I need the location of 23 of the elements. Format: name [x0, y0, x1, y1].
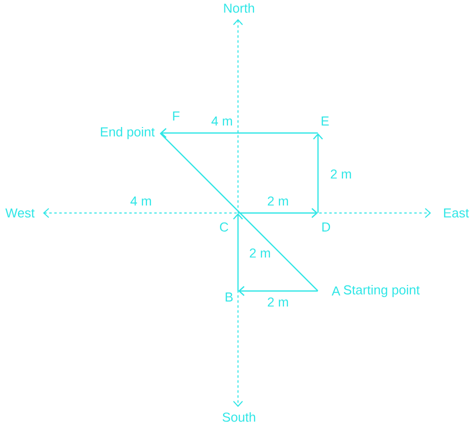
arrow — [238, 286, 318, 296]
point-label: E — [322, 116, 329, 126]
arrow — [238, 208, 318, 218]
direction-label: East — [442, 207, 470, 219]
edge-label: 2 m — [248, 247, 272, 259]
distance-label: 4 m — [129, 196, 153, 206]
arrow — [233, 213, 243, 291]
point-label: D — [322, 222, 330, 232]
edge-label: 2 m — [329, 168, 353, 180]
point-caption: End point — [100, 126, 155, 140]
direction-label: West — [4, 207, 36, 219]
edge-label: 4 m — [210, 116, 234, 126]
arrow — [160, 128, 318, 138]
edge-label: 2 m — [266, 195, 290, 207]
direction-label: North — [222, 2, 256, 14]
point-label: A — [332, 286, 340, 296]
edge-label: 2 m — [266, 296, 290, 308]
point-caption: Starting point — [344, 284, 420, 298]
point-label: C — [220, 222, 228, 232]
arrow — [313, 133, 323, 213]
point-label: B — [226, 292, 233, 302]
point-label: F — [173, 112, 180, 120]
direction-label: South — [221, 411, 257, 423]
